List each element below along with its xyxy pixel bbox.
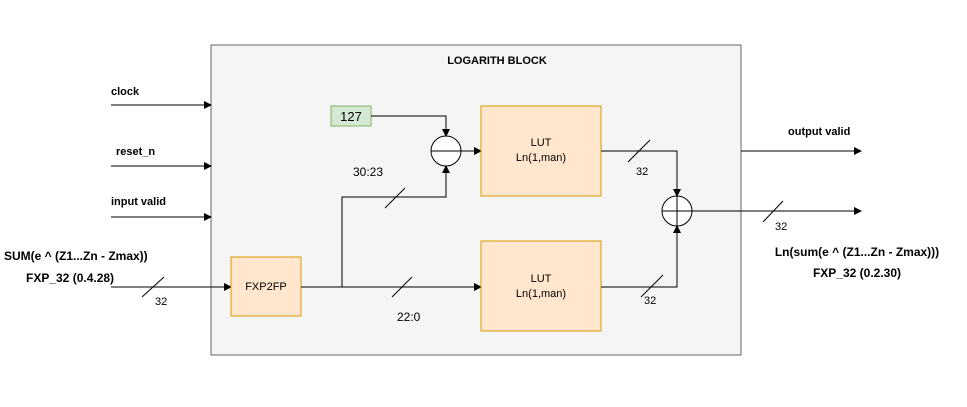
sum-label-line2: FXP_32 (0.4.28) xyxy=(26,271,114,285)
fxp2fp-box xyxy=(230,256,302,317)
reset-label: reset_n xyxy=(116,146,155,158)
lut-bottom-line2: Ln(1,man) xyxy=(516,288,566,300)
lut-bottom-out-wire xyxy=(601,225,681,288)
lut-bottom-width-label: 32 xyxy=(644,295,656,307)
lut-bottom-box xyxy=(480,240,602,332)
lut-top-box xyxy=(480,105,602,197)
result-bus-slash xyxy=(762,200,784,223)
exp-bits-wire xyxy=(341,165,450,287)
lut-top-out-wire xyxy=(601,150,681,197)
clock-label: clock xyxy=(111,86,140,98)
lut-bottom-bus-slash xyxy=(640,274,664,298)
lut-top-line2: Ln(1,man) xyxy=(516,152,566,164)
lut-top-line1: LUT xyxy=(531,137,552,149)
const-wire xyxy=(371,115,450,137)
lut-top-bus-slash xyxy=(627,139,651,163)
sum-label-line1: SUM(e ^ (Z1...Zn - Zmax)) xyxy=(4,249,148,263)
input-valid-label: input valid xyxy=(111,196,166,208)
sum-bus-slash xyxy=(141,276,165,298)
block-title: LOGARITH BLOCK xyxy=(447,55,547,67)
exp-bus-slash xyxy=(384,187,406,209)
result-label-line1: Ln(sum(e ^ (Z1...Zn - Zmax))) xyxy=(775,245,939,259)
man-bus-slash xyxy=(391,276,413,298)
man-bits-label: 22:0 xyxy=(397,310,421,324)
sum-width-label: 32 xyxy=(155,296,167,308)
fxp2fp-label: FXP2FP xyxy=(245,281,287,293)
output-valid-label: output valid xyxy=(788,126,850,138)
exp-bits-label: 30:23 xyxy=(353,165,383,179)
lut-top-width-label: 32 xyxy=(636,166,648,178)
const-127-label: 127 xyxy=(340,109,362,124)
lut-bottom-line1: LUT xyxy=(531,273,552,285)
result-width-label: 32 xyxy=(775,221,787,233)
result-label-line2: FXP_32 (0.2.30) xyxy=(813,266,901,280)
